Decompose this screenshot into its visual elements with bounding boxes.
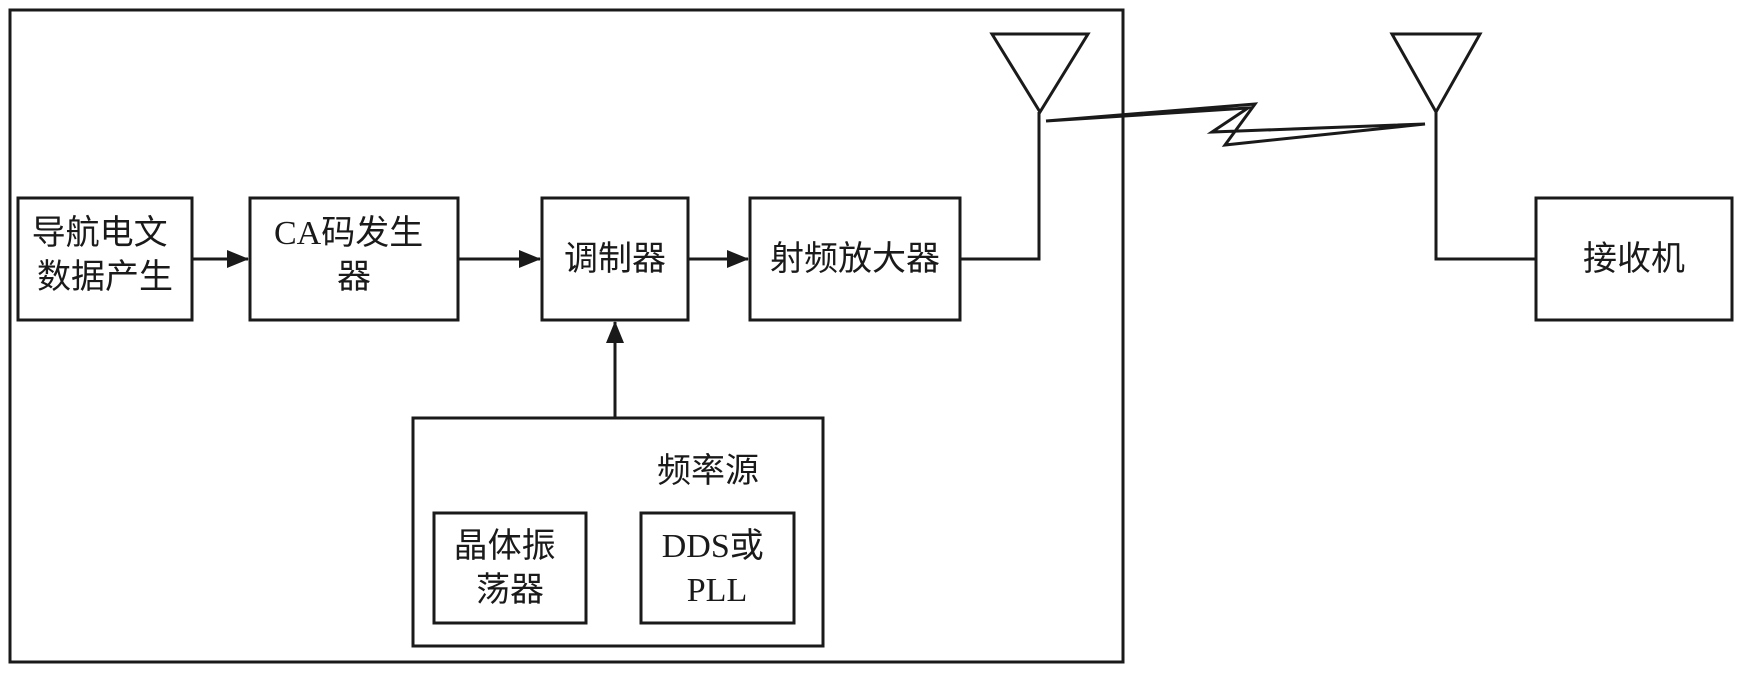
frequency-source-label: 频率源 <box>657 451 759 491</box>
crystal-oscillator-label-line2: 荡器 <box>476 570 544 610</box>
tx-antenna-feed <box>960 112 1039 259</box>
dds-pll-label-line2: PLL <box>687 572 747 609</box>
rf-amplifier-label: 射频放大器 <box>770 239 940 279</box>
rx-antenna-feed <box>1436 112 1536 259</box>
dds-pll-block: DDS或 PLL <box>641 513 794 623</box>
wireless-link-bolt-icon <box>1046 104 1425 145</box>
receiver-block: 接收机 <box>1536 198 1732 320</box>
ca-generator-block: CA码发生 器 <box>250 198 458 320</box>
modulator-block: 调制器 <box>542 198 688 320</box>
dds-pll-label-line1: DDS或 <box>662 527 764 565</box>
frequency-source-group: 频率源 晶体振 荡器 DDS或 PLL <box>413 418 823 646</box>
nav-data-block: 导航电文 数据产生 <box>18 198 192 320</box>
nav-data-label-line2: 数据产生 <box>37 257 173 297</box>
rx-antenna-icon <box>1392 34 1480 112</box>
modulator-label: 调制器 <box>564 239 666 279</box>
ca-generator-label-line1: CA码发生 <box>274 214 423 252</box>
tx-antenna-icon <box>992 34 1088 112</box>
nav-data-label-line1: 导航电文 <box>32 213 168 253</box>
crystal-oscillator-label-line1: 晶体振 <box>454 526 556 566</box>
receiver-label: 接收机 <box>1583 239 1685 279</box>
ca-generator-label-line2: 器 <box>337 257 371 297</box>
crystal-oscillator-block: 晶体振 荡器 <box>434 513 586 623</box>
rf-amplifier-block: 射频放大器 <box>750 198 960 320</box>
